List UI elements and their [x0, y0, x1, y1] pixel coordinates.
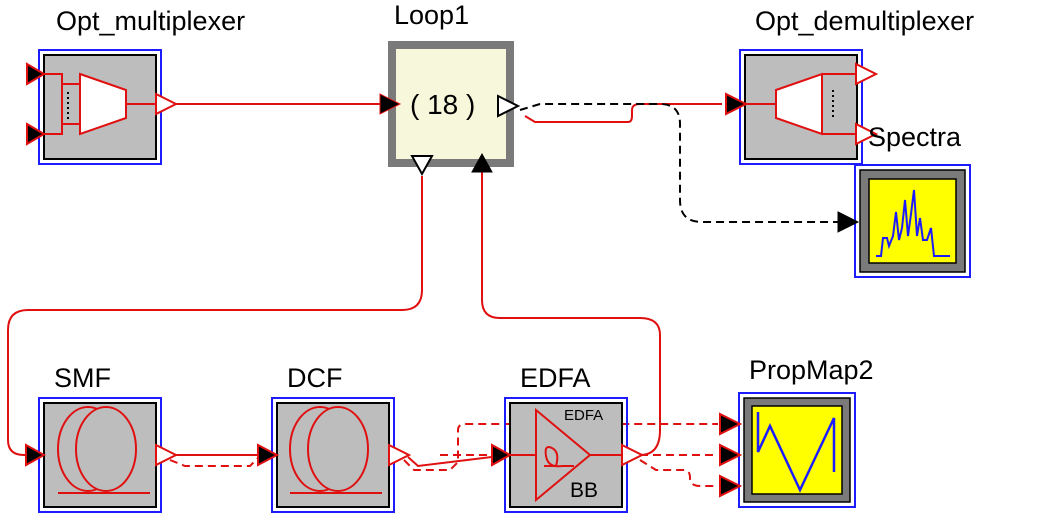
- spectra-block[interactable]: Spectra: [837, 122, 971, 278]
- wire-smf-to-dcf-dash: [169, 457, 259, 467]
- input-port-icon[interactable]: [26, 62, 46, 86]
- loop-block[interactable]: Loop1 ( 18 ): [379, 0, 521, 177]
- spectrum-trace: [876, 189, 950, 257]
- propagation-trace: [756, 412, 836, 493]
- output-port-icon[interactable]: [388, 443, 412, 467]
- input-port-icon[interactable]: [26, 122, 46, 146]
- input-port-icon[interactable]: [719, 474, 743, 498]
- wire-dcf-to-edfa: [407, 455, 501, 468]
- internal-bus: [822, 73, 856, 135]
- display-screen: [868, 178, 957, 264]
- loop-body: [388, 41, 514, 167]
- internal-bus: [62, 83, 80, 125]
- output-port-icon[interactable]: [155, 92, 179, 116]
- input-port-icon[interactable]: [471, 152, 493, 173]
- input-port-icon[interactable]: [257, 443, 280, 467]
- gain-coil-icon: [544, 446, 574, 468]
- smf-label: SMF: [54, 363, 111, 393]
- display-screen: [751, 405, 843, 495]
- loop-count: ( 18 ): [410, 89, 475, 120]
- input-port-icon[interactable]: [379, 93, 402, 115]
- dcf-label: DCF: [287, 363, 343, 393]
- input-port-icon[interactable]: [491, 443, 513, 467]
- wire-loop-to-demux: [524, 103, 722, 123]
- spectra-label: Spectra: [868, 122, 962, 152]
- input-port-icon[interactable]: [725, 92, 749, 116]
- wire-loop-to-spectra: [519, 103, 838, 223]
- fiber-coil-icon: [75, 406, 137, 492]
- output-port-icon[interactable]: [621, 443, 645, 467]
- output-port-icon[interactable]: [410, 155, 434, 177]
- output-port-icon[interactable]: [855, 122, 879, 146]
- multiplexer-icon: [79, 72, 127, 136]
- input-port-icon[interactable]: [719, 443, 743, 467]
- output-port-icon[interactable]: [497, 94, 521, 118]
- wire-loop-to-smf: [7, 176, 423, 456]
- input-port-icon[interactable]: [719, 412, 743, 436]
- output-port-icon[interactable]: [855, 62, 879, 86]
- propmap-label: PropMap2: [749, 355, 874, 385]
- opt-demultiplexer-block[interactable]: Opt_demultiplexer: [725, 6, 974, 165]
- edfa-inner-label: EDFA: [564, 407, 603, 424]
- wire-dcf-to-propmap-dash: [403, 423, 718, 471]
- fiber-coil-icon: [307, 406, 369, 492]
- wire-edfa-to-propmap-lower-dash: [639, 459, 718, 487]
- output-port-icon[interactable]: [155, 443, 179, 467]
- input-port-icon[interactable]: [837, 211, 860, 233]
- propmap-block[interactable]: PropMap2: [719, 355, 874, 508]
- dcf-block[interactable]: DCF: [257, 363, 412, 513]
- edfa-label: EDFA: [520, 363, 591, 393]
- amplifier-icon: [535, 407, 592, 503]
- block-selection-border: [738, 392, 856, 508]
- loop-label: Loop1: [394, 0, 469, 30]
- internal-bus: [44, 73, 63, 135]
- connections: [7, 103, 838, 487]
- smf-block[interactable]: SMF: [25, 363, 179, 513]
- opt-multiplexer-label: Opt_multiplexer: [56, 6, 245, 36]
- wire-edfa-to-loop: [481, 168, 661, 456]
- input-port-icon[interactable]: [25, 443, 47, 467]
- edfa-block[interactable]: EDFA EDFA BB: [491, 363, 645, 513]
- opt-multiplexer-block[interactable]: Opt_multiplexer: [26, 6, 245, 165]
- edfa-mode-label: BB: [570, 479, 598, 502]
- opt-demultiplexer-label: Opt_demultiplexer: [755, 6, 974, 36]
